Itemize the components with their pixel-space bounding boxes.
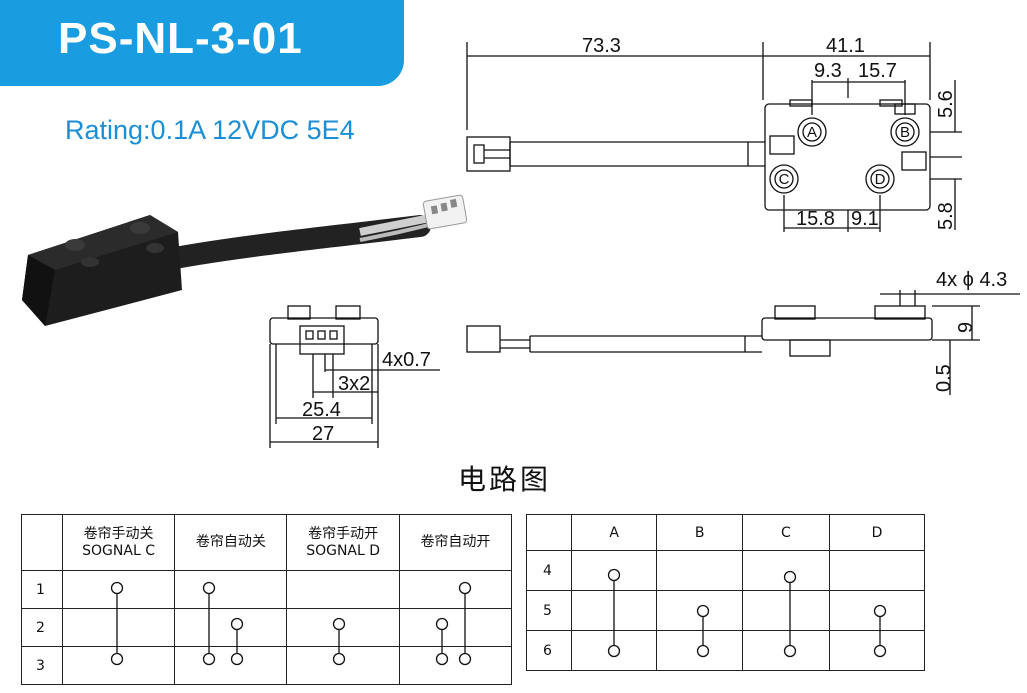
dim-5-6: 5.6 [935,90,957,118]
product-title: PS-NL-3-01 [58,14,303,63]
table-row: 2 [21,608,513,647]
dim-4x0-7: 4x0.7 [382,349,431,371]
dim-15-8: 15.8 [796,208,835,230]
table-row: 3 [21,646,513,685]
dim-27: 27 [312,423,334,445]
dim-0-5: 0.5 [933,364,955,392]
product-photo [22,194,468,326]
dim-15-7: 15.7 [858,60,897,82]
dim-4x-phi-4-3: 4x ϕ 4.3 [936,269,1007,291]
table-corner [21,514,63,571]
terminal-a-label: A [807,124,817,141]
circuit-table-right: A B C D 4 5 6 [526,514,926,671]
header-cell: B [656,514,743,551]
header-cell: 卷帘自动关 [174,514,288,571]
table-row: 4 [526,550,926,591]
dim-41-1: 41.1 [826,35,865,57]
header-cell: A [570,514,658,551]
dim-9-3: 9.3 [814,60,842,82]
header-cell: D [828,514,926,551]
dim-25-4: 25.4 [302,399,341,421]
rating-label: Rating:0.1A 12VDC 5E4 [65,115,355,145]
dim-9: 9 [955,322,977,333]
table-corner [526,514,572,551]
header-cell: 卷帘自动开 [398,514,513,571]
dim-9-1: 9.1 [851,208,879,230]
dim-5-8: 5.8 [935,202,957,230]
terminal-b-label: B [900,124,910,141]
table-row: 6 [526,630,926,671]
dim-3x2: 3x2 [338,373,370,395]
table-row: 1 [21,570,513,609]
technical-drawing: 73.3 41.1 9.3 15.7 5.6 5.8 15.8 9.1 4x0.… [269,35,1020,448]
terminal-d-label: D [875,171,886,188]
circuit-diagram-title: 电路图 [458,463,552,496]
dim-73-3: 73.3 [582,35,621,57]
header-cell: C [741,514,830,551]
terminal-c-label: C [779,171,790,188]
title-banner: PS-NL-3-01 [0,0,404,86]
table-row: 5 [526,590,926,631]
